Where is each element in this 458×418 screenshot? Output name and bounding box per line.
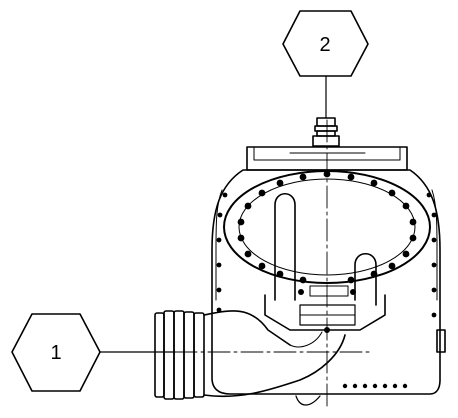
bottom-outlet: [295, 395, 321, 406]
top-fitting: [312, 117, 340, 147]
callout-2-hexagon: [282, 10, 369, 77]
callout-2-label: 2: [319, 34, 330, 56]
inner-block: [264, 285, 386, 331]
inlet-hose: [154, 310, 346, 400]
main-body: [211, 169, 446, 395]
bolt-holes: [216, 170, 437, 389]
handles: [274, 192, 377, 306]
callout-1-label: 1: [50, 342, 61, 364]
